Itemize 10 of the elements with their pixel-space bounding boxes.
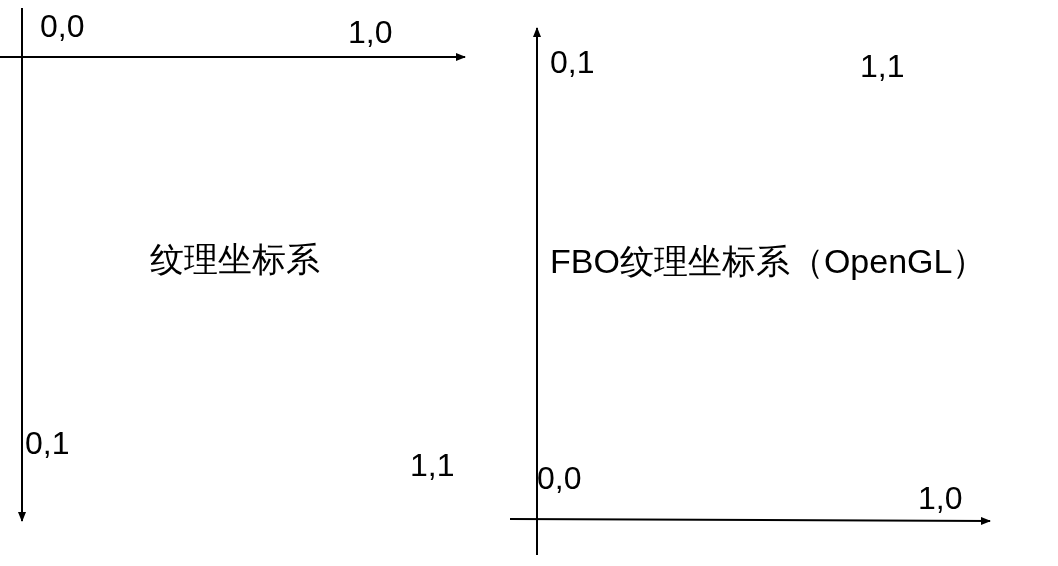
coordinate-label: 0,0: [40, 10, 85, 42]
coordinate-label: 0,1: [25, 427, 70, 459]
coordinate-label: 1,0: [918, 482, 963, 514]
coordinate-label: 1,1: [860, 50, 905, 82]
system-title: FBO纹理坐标系（OpenGL）: [550, 244, 987, 278]
coordinate-label: 1,0: [348, 16, 393, 48]
coordinate-label: 1,1: [410, 449, 455, 481]
coordinate-label: 0,0: [537, 462, 582, 494]
coordinate-label: 0,1: [550, 46, 595, 78]
system-title: 纹理坐标系: [150, 242, 320, 276]
